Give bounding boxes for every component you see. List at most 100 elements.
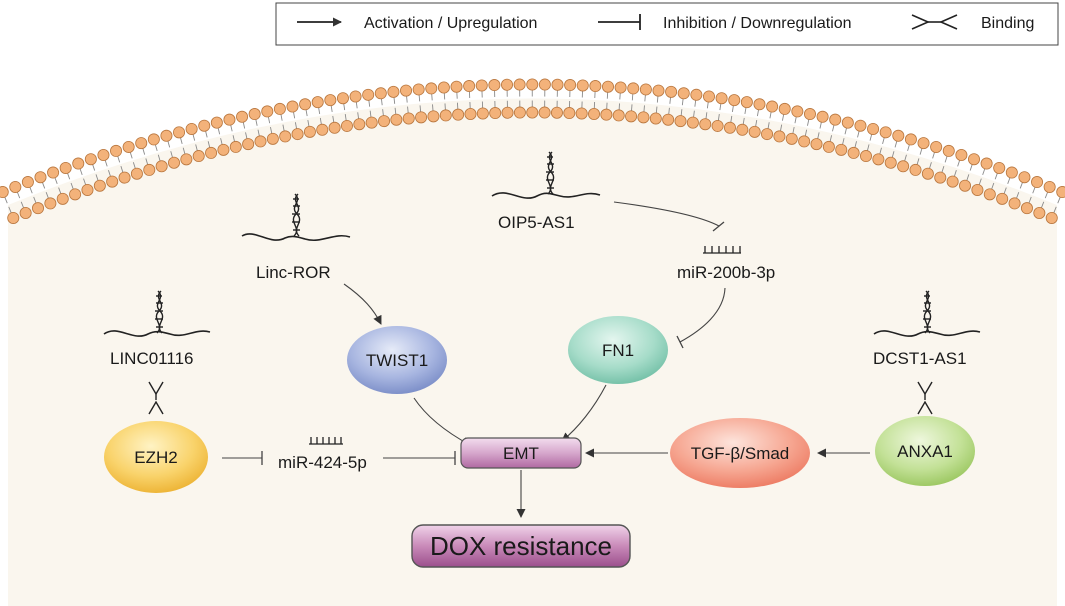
- lncrna-linc-ror: Linc-ROR: [241, 193, 351, 282]
- lncrna-linc01116: LINC01116: [103, 290, 211, 368]
- lipid-head: [336, 92, 349, 105]
- lipid-tail: [744, 106, 747, 115]
- lipid-tail: [217, 127, 221, 135]
- lipid-tail: [1007, 177, 1011, 184]
- lipid-tail: [894, 140, 898, 148]
- lipid-head: [879, 126, 892, 139]
- lipid-head: [210, 116, 223, 129]
- lipid-tail: [1028, 196, 1032, 204]
- emt-label: EMT: [503, 444, 539, 463]
- legend-binding-label: Binding: [981, 15, 1034, 32]
- lipid-head: [736, 123, 749, 136]
- lipid-head: [475, 79, 488, 92]
- lipid-head: [122, 140, 135, 153]
- lipid-head: [180, 153, 193, 166]
- lipid-head: [425, 82, 438, 95]
- lipid-tail: [631, 104, 633, 112]
- lipid-head: [349, 90, 362, 103]
- lipid-head: [205, 146, 218, 159]
- node-ezh2: EZH2: [104, 421, 208, 493]
- lipid-tail: [357, 112, 360, 120]
- lipid-tail: [29, 186, 33, 194]
- lipid-head: [761, 128, 774, 141]
- lipid-head: [34, 171, 47, 184]
- lipid-head: [439, 109, 452, 122]
- lipid-head: [550, 106, 563, 119]
- edge-oip5-inhibits-mir200b: [613, 201, 725, 232]
- lipid-head: [612, 109, 625, 122]
- edge-linc-ror-activates-twist1: [343, 283, 382, 325]
- lipid-head: [711, 119, 724, 132]
- lipid-head: [690, 88, 703, 101]
- lipid-head: [854, 119, 867, 132]
- lipid-tail: [393, 96, 396, 104]
- lipid-head: [1031, 176, 1044, 189]
- lipid-head: [766, 100, 779, 113]
- lipid-head: [946, 175, 959, 188]
- lipid-tail: [854, 141, 857, 149]
- lipid-tail: [170, 151, 174, 159]
- lipid-tail: [794, 116, 797, 124]
- lipid-head: [600, 108, 613, 121]
- node-anxa1: ANXA1: [875, 416, 975, 486]
- lipid-tail: [792, 126, 795, 135]
- lipid-tail: [841, 138, 845, 146]
- lipid-head: [773, 130, 786, 143]
- lipid-tail: [891, 151, 895, 159]
- lipid-tail: [1044, 191, 1049, 199]
- lipid-head: [1020, 202, 1033, 215]
- lipid-tail: [104, 159, 108, 167]
- lipid-tail: [154, 144, 158, 152]
- lipid-tail: [330, 104, 333, 113]
- lipid-tail: [245, 132, 248, 140]
- mirna-424-5p: miR-424-5p: [278, 437, 367, 472]
- lipid-head: [198, 119, 211, 132]
- lipid-tail: [717, 113, 720, 122]
- lipid-tail: [83, 178, 87, 186]
- lipid-head: [192, 150, 205, 163]
- lipid-head: [19, 207, 32, 220]
- node-emt: EMT: [460, 437, 582, 469]
- lipid-head: [715, 92, 728, 105]
- lipid-head: [662, 113, 675, 126]
- lipid-head: [489, 107, 502, 120]
- lipid-head: [1018, 171, 1031, 184]
- lipid-head: [452, 108, 465, 121]
- lipid-head: [892, 129, 905, 142]
- lipid-tail: [70, 182, 74, 190]
- lipid-tail: [355, 101, 358, 109]
- lipid-head: [699, 118, 712, 131]
- lipid-head: [867, 122, 880, 135]
- lipid-tail: [994, 172, 998, 180]
- rna-hairpin-icon: [923, 290, 932, 334]
- lipid-head: [229, 140, 242, 153]
- lipid-tail: [1015, 192, 1020, 199]
- tgf-label: TGF-β/Smad: [691, 444, 790, 463]
- lipid-head: [147, 133, 160, 146]
- lipid-tail: [192, 133, 196, 141]
- lipid-tail: [4, 196, 8, 204]
- legend-activation-label: Activation / Upregulation: [364, 15, 537, 32]
- lipid-head: [279, 130, 292, 143]
- lipid-tail: [782, 113, 785, 121]
- lipid-tail: [195, 144, 198, 152]
- lipid-head: [803, 108, 816, 121]
- lipid-head: [575, 107, 588, 120]
- lipid-head: [930, 140, 943, 153]
- edge-ezh2-inhibits-mir424: [222, 451, 263, 465]
- lipid-head: [614, 81, 627, 94]
- lipid-head: [390, 113, 403, 126]
- lipid-head: [652, 84, 665, 97]
- lipid-head: [160, 129, 173, 142]
- inhibition-bar-icon: [598, 14, 641, 30]
- lipid-head: [97, 148, 110, 161]
- lipid-head: [362, 88, 375, 101]
- lipid-head: [173, 126, 186, 139]
- lipid-head: [7, 211, 20, 224]
- lipid-tail: [944, 155, 948, 163]
- lipid-tail: [108, 170, 112, 177]
- lipid-tail: [432, 104, 434, 112]
- lipid-head: [365, 116, 378, 129]
- lipid-tail: [857, 130, 860, 138]
- lipid-head: [934, 171, 947, 184]
